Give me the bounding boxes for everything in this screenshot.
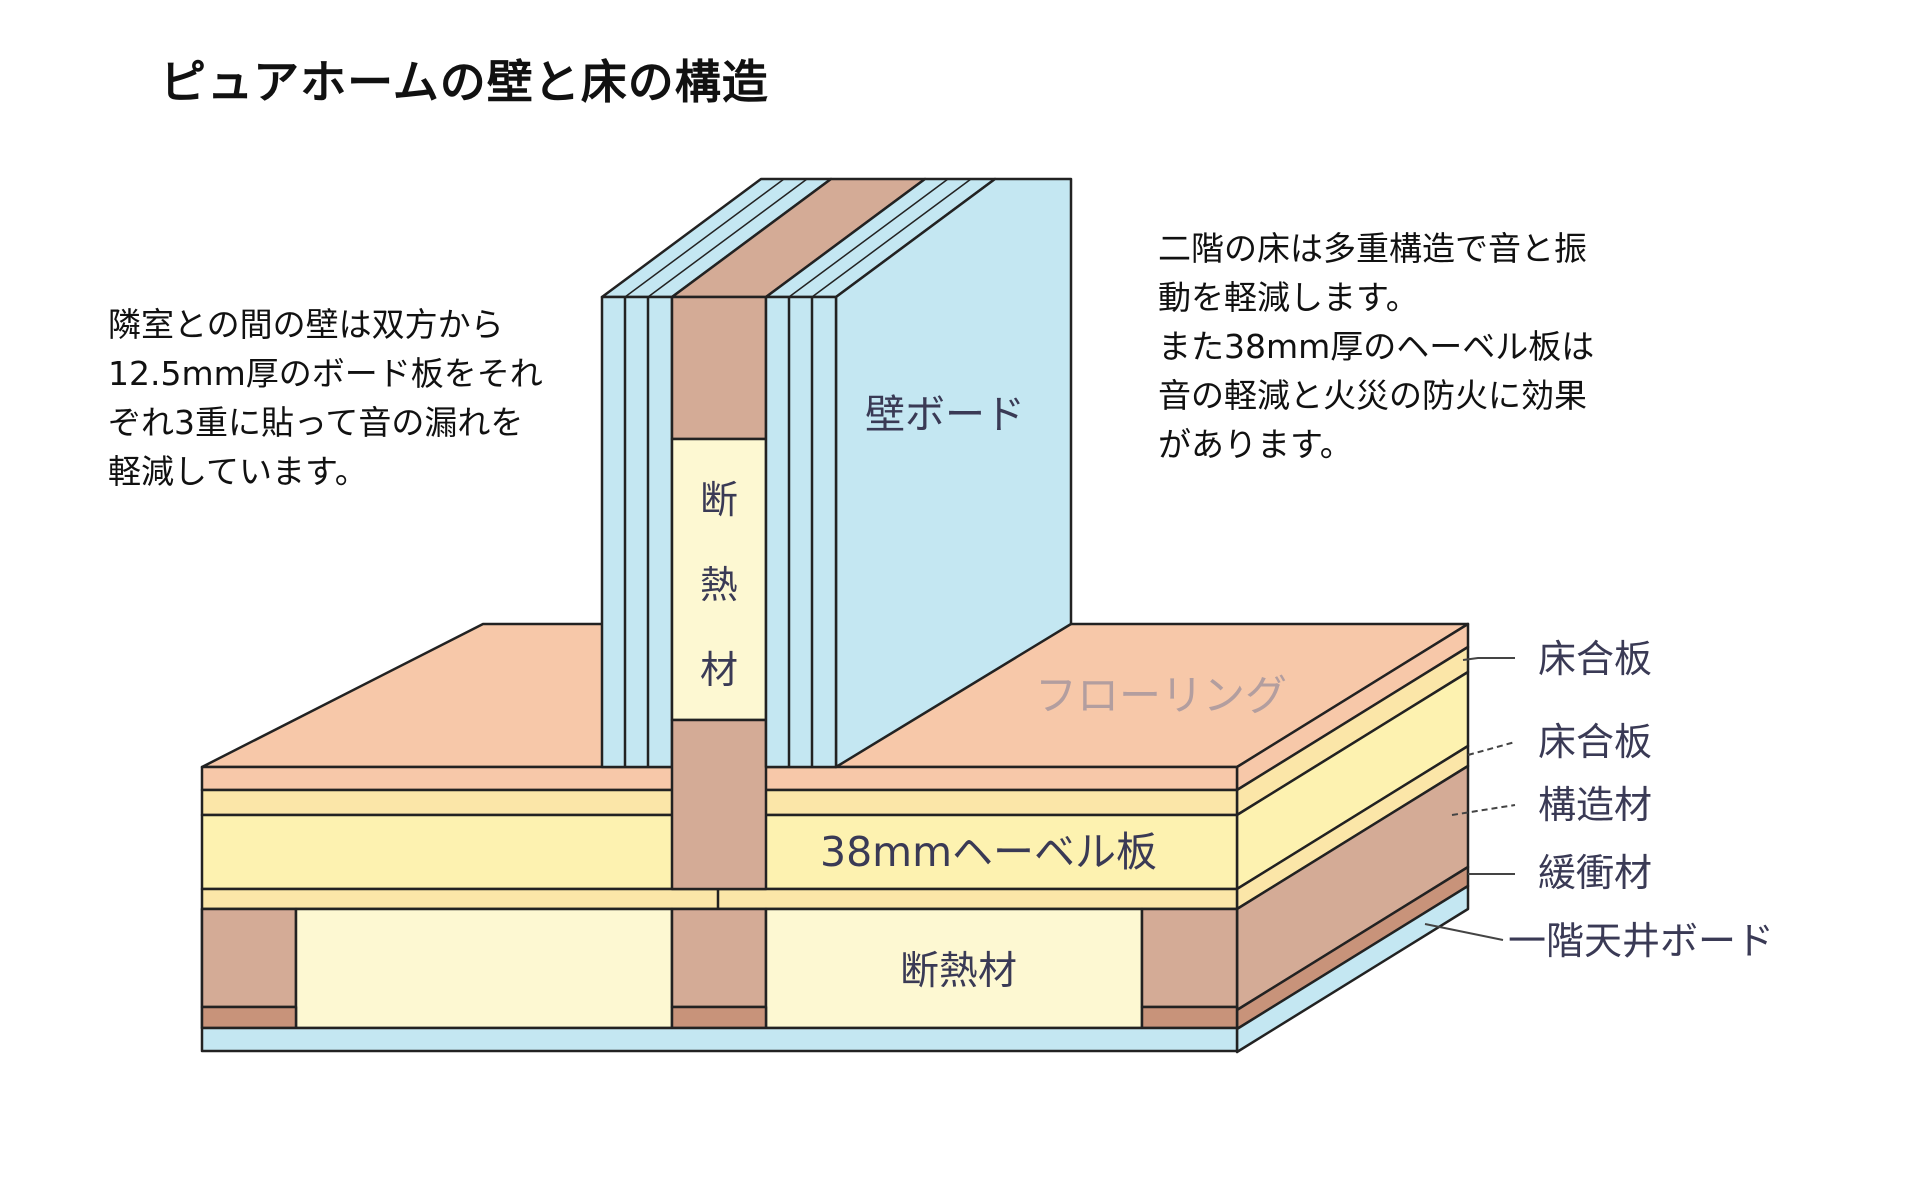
callout-leader	[1467, 741, 1516, 756]
wall-insulation-label: 熱	[700, 563, 738, 607]
callout-label: 構造材	[1538, 783, 1652, 827]
page-title: ピュアホームの壁と床の構造	[160, 55, 769, 109]
floor-description-line: 動を軽減します。	[1158, 278, 1419, 317]
floor-description-line: 音の軽減と火災の防火に効果	[1158, 376, 1587, 415]
callout-label: 床合板	[1538, 637, 1652, 681]
floor-description-line: 二階の床は多重構造で音と振	[1158, 229, 1587, 268]
floor-insulation-label: 断熱材	[900, 949, 1017, 994]
hebel-board-label: 38mmヘーベル板	[820, 828, 1157, 876]
front-ceiling-board	[200, 1026, 1239, 1053]
wall-stud-lower	[670, 718, 768, 891]
front-joist-2	[670, 907, 768, 1009]
wall-description: 隣室との間の壁は双方から 12.5mm厚のボード板をそれ ぞれ3重に貼って音の漏…	[108, 300, 543, 496]
wall-board-label: 壁ボード	[865, 392, 1025, 438]
wall-insulation-label: 断	[700, 478, 738, 522]
front-floor-insulation-left	[294, 907, 674, 1030]
wall-insulation-label: 材	[700, 648, 738, 692]
wall-description-line: ぞれ3重に貼って音の漏れを	[108, 403, 524, 442]
floor-description: 二階の床は多重構造で音と振 動を軽減します。 また38mm厚のヘーベル板は 音の…	[1158, 224, 1594, 469]
wall-description-line: 12.5mm厚のボード板をそれ	[108, 354, 543, 393]
wall-insulation	[670, 437, 768, 722]
wall-top-edge-line	[811, 178, 972, 298]
callout-label: 一階天井ボード	[1508, 919, 1774, 963]
front-floor-insulation-right	[764, 907, 1144, 1030]
wall-description-line: 軽減しています。	[108, 452, 368, 491]
callout-leader	[1424, 923, 1504, 941]
callout-leader	[1451, 804, 1516, 816]
front-joist-3	[1140, 907, 1239, 1009]
front-plywood-2	[200, 887, 1239, 911]
wall-description-line: 隣室との間の壁は双方から	[108, 305, 504, 344]
wall-stud-upper	[670, 295, 768, 441]
wall-front-board-left	[600, 295, 674, 769]
flooring-label: フローリング	[1035, 671, 1287, 720]
cushion-strip-3	[1140, 1005, 1239, 1030]
cushion-strip-2	[670, 1005, 768, 1030]
callout-label: 緩衝材	[1538, 851, 1652, 895]
wall-top-edge-line	[647, 178, 808, 298]
floor-description-line: また38mm厚のヘーベル板は	[1158, 327, 1595, 366]
callout-label: 床合板	[1538, 720, 1652, 764]
wall-top-edge-line	[624, 178, 785, 298]
wall-top-edge-line	[788, 178, 949, 298]
callout-leader	[1462, 657, 1515, 661]
wall-front-board-right	[764, 295, 838, 769]
front-joist-1	[200, 907, 298, 1009]
cushion-strip-1	[200, 1005, 298, 1030]
floor-description-line: があります。	[1158, 425, 1353, 464]
